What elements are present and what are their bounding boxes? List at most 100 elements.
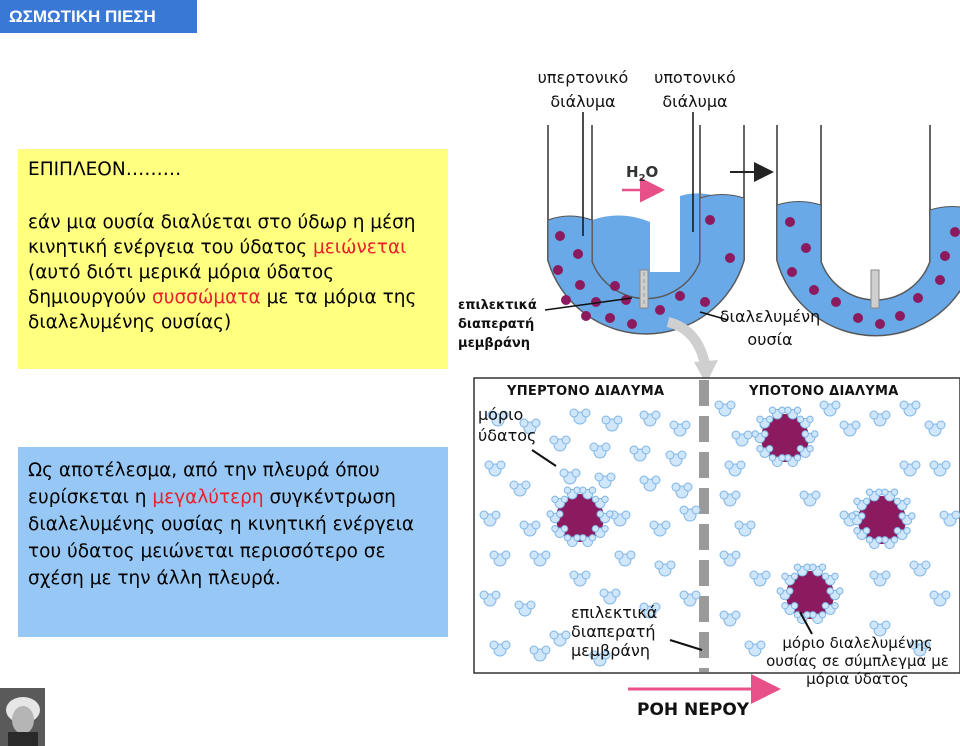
water-molecule (594, 472, 616, 489)
water-molecule (909, 640, 931, 657)
water-molecule (671, 482, 693, 499)
membrane-label: επιλεκτικά διαπερατή μεμβράνη (458, 296, 537, 353)
solute-cluster (751, 406, 819, 468)
water-molecule (839, 420, 861, 437)
label-line: μόρια ύδατος (806, 670, 909, 688)
h2o-h: H (626, 163, 639, 181)
water-molecule (924, 420, 946, 437)
water-molecule (756, 444, 774, 458)
box-heading: ΕΠΙΠΛΕΟΝ……… (28, 159, 182, 180)
water-molecule (768, 406, 786, 420)
label-line: διαπερατή (571, 622, 656, 641)
water-molecule (563, 534, 581, 548)
water-molecule (589, 650, 611, 667)
water-molecule (514, 600, 536, 617)
water-molecule (479, 510, 501, 527)
h2o-sub: 2 (638, 173, 646, 184)
water-molecule (781, 572, 799, 586)
label-line: μόριο (478, 405, 524, 424)
hypotonic-caps-label: ΥΠΟΤΟΝΟ ΔΙΑΛΥΜΑ (749, 384, 899, 399)
pointer-line (531, 449, 557, 467)
water-molecule (714, 400, 736, 417)
text-part: με τα μόρια της διαλελυμένης ουσίας) (28, 287, 417, 333)
water-molecule (881, 536, 899, 550)
label-line: υποτονικό (654, 68, 736, 87)
text-part: (αυτό διότι μερικά μόρια ύδατος δημιουργ… (28, 262, 335, 308)
membrane2-label: επιλεκτικά διαπερατή μεμβράνη (571, 603, 657, 660)
water-molecule (821, 572, 839, 586)
water-molecule (719, 550, 741, 567)
water-molecule (569, 570, 591, 587)
label-line: ύδατος (478, 426, 537, 445)
water-molecule (479, 590, 501, 607)
pointer-line (699, 311, 729, 321)
water-molecule (784, 406, 802, 420)
water-molecule (809, 563, 827, 577)
label-line: ουσίας σε σύμπλεγμα με (766, 652, 949, 670)
water-molecule (591, 495, 609, 509)
water-molecule (744, 640, 766, 657)
water-molecule (853, 526, 871, 540)
label-line: διαλελυμένη (719, 307, 821, 326)
portrait-thumbnail (0, 688, 45, 746)
water-molecule (489, 640, 511, 657)
water-molecule (665, 450, 687, 467)
water-molecule (509, 480, 531, 497)
water-molecule (853, 497, 871, 511)
water-molecules (479, 400, 960, 667)
water-molecule (881, 488, 899, 502)
water-molecule (734, 520, 756, 537)
water-molecule (796, 444, 814, 458)
water-molecule (551, 524, 569, 538)
u-tube-left (547, 125, 745, 335)
text-part: εάν μια ουσία διαλύεται στο ύδωρ η μέση … (28, 212, 416, 258)
water-molecule (591, 524, 609, 538)
solute-cluster (546, 486, 614, 548)
water-molecule (719, 610, 741, 627)
water-molecule (893, 497, 911, 511)
water-molecule (639, 602, 661, 619)
water-molecule (609, 510, 631, 527)
hypertonic-caps-label: ΥΠΕΡΤΟΝΟ ΔΙΑΛΥΜΑ (507, 384, 665, 399)
water-molecule (724, 460, 746, 477)
water-molecule (654, 560, 676, 577)
water-molecule (546, 510, 564, 524)
water-molecule (599, 588, 621, 605)
water-molecule (899, 400, 921, 417)
water-molecule (909, 560, 931, 577)
water-molecule (781, 601, 799, 615)
water-molecule (551, 495, 569, 509)
water-molecule (589, 442, 611, 459)
water-molecule (784, 454, 802, 468)
water-molecule (929, 590, 951, 607)
pointer-line (799, 611, 813, 635)
water-molecule (629, 445, 651, 462)
label-line: διάλυμα (550, 92, 616, 111)
hypertonic-label: υπερτονικό διάλυμα (527, 66, 639, 114)
u-tube-right (776, 125, 960, 337)
label-line: μεμβράνη (571, 641, 650, 660)
water-molecule (614, 550, 636, 567)
water-molecule (484, 460, 506, 477)
water-molecule (549, 630, 571, 647)
water-molecule (756, 415, 774, 429)
portrait-icon (0, 688, 45, 746)
water-molecule (799, 490, 821, 507)
label-line: υπερτονικό (537, 68, 629, 87)
solute-cluster (848, 488, 916, 550)
result-box: Ως αποτέλεσμα, από την πλευρά όπου ευρίσ… (18, 447, 448, 637)
water-molecule (487, 410, 509, 427)
water-molecule (529, 550, 551, 567)
pointer-line (544, 297, 633, 311)
water-molecule (519, 418, 541, 435)
label-line: ουσία (747, 330, 793, 349)
water-molecule (869, 620, 891, 637)
water-molecule (768, 454, 786, 468)
water-molecule (719, 490, 741, 507)
label-line: διάλυμα (662, 92, 728, 111)
water-molecule (601, 415, 623, 432)
water-molecule (821, 601, 839, 615)
water-molecule (939, 510, 960, 527)
water-molecule (639, 410, 661, 427)
highlight-clusters: συσσώματα (152, 287, 261, 308)
